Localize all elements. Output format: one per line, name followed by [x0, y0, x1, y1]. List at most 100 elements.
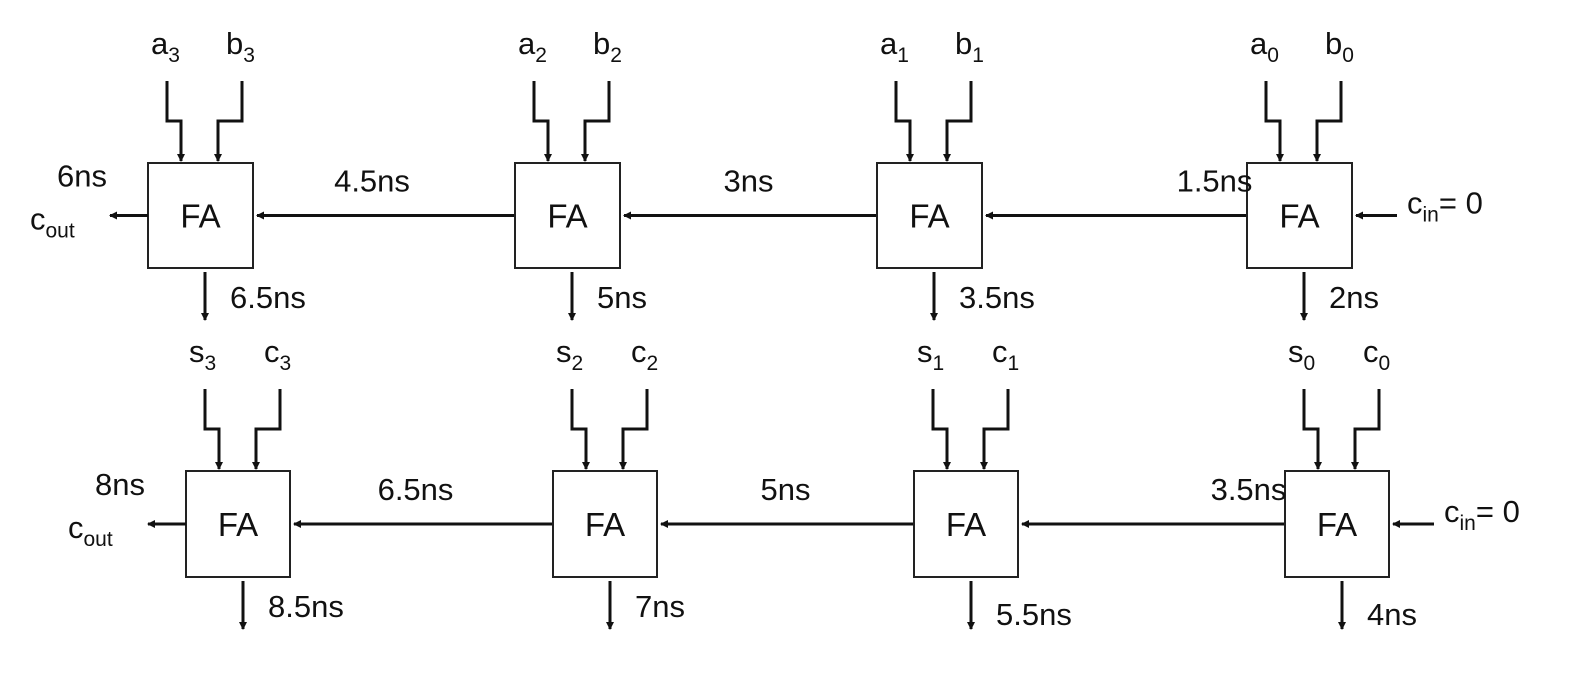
- full-adder-label: FA: [547, 198, 587, 235]
- input-wire-second: [943, 81, 973, 162]
- full-adder-label: FA: [585, 506, 625, 543]
- input-wire-first: [203, 389, 223, 470]
- sum-delay-label: 4ns: [1367, 597, 1417, 632]
- carry-out-delay-label: 8ns: [95, 467, 145, 502]
- input-wire-first: [1264, 81, 1284, 162]
- input-label-a3-base: a: [151, 26, 169, 61]
- input-label-c0-base: c: [1363, 334, 1379, 369]
- input-label-b1: b1: [955, 26, 984, 67]
- input-label-a3-subscript: 3: [168, 44, 180, 67]
- input-label-b0: b0: [1325, 26, 1354, 67]
- full-adder-box: [552, 470, 658, 578]
- full-adder-box: [147, 162, 254, 269]
- carry-out-label-subscript: out: [84, 528, 113, 551]
- input-label-s0: s0: [1288, 334, 1315, 375]
- carry-in-label-base: c: [1407, 186, 1423, 221]
- carry-out-delay-label: 6ns: [57, 159, 107, 194]
- full-adder-box: [1246, 162, 1353, 269]
- input-label-s3-subscript: 3: [205, 352, 217, 375]
- full-adder-box: [185, 470, 291, 578]
- full-adder-bit-3: FA: [147, 81, 515, 321]
- full-adder-bit-1: FA: [913, 389, 1285, 630]
- input-label-b3-subscript: 3: [243, 44, 255, 67]
- input-label-a1: a1: [880, 26, 909, 67]
- input-label-b0-base: b: [1325, 26, 1342, 61]
- input-label-a0-subscript: 0: [1267, 44, 1279, 67]
- input-label-a0: a0: [1250, 26, 1279, 67]
- carry-in-label: cin= 0: [1407, 186, 1483, 227]
- input-label-c1: c1: [992, 334, 1019, 375]
- full-adder-bit-2: FA: [514, 81, 877, 321]
- input-label-b2: b2: [593, 26, 622, 67]
- input-wire-second: [252, 389, 282, 470]
- full-adder-label: FA: [1279, 198, 1319, 235]
- carry-out-label-subscript: out: [46, 220, 75, 243]
- full-adder-bit-0: FA: [1284, 389, 1390, 630]
- input-label-s0-base: s: [1288, 334, 1304, 369]
- sum-delay-label: 5.5ns: [996, 597, 1072, 632]
- full-adder-label: FA: [180, 198, 220, 235]
- input-wire-first: [165, 81, 185, 162]
- full-adder-box: [876, 162, 983, 269]
- full-adder-label: FA: [946, 506, 986, 543]
- full-adder-box: [913, 470, 1019, 578]
- full-adder-bit-0: FA: [1246, 81, 1353, 321]
- input-wire-second: [619, 389, 649, 470]
- full-adder-label: FA: [218, 506, 258, 543]
- sum-delay-label: 6.5ns: [230, 280, 306, 315]
- carry-out-label-base: c: [68, 510, 84, 545]
- carry-out-label-base: c: [30, 202, 46, 237]
- carry-delay-label: 5ns: [761, 472, 811, 507]
- sum-delay-label: 5ns: [597, 280, 647, 315]
- input-label-c0: c0: [1363, 334, 1390, 375]
- carry-delay-label: 6.5ns: [378, 472, 454, 507]
- input-label-s2-base: s: [556, 334, 572, 369]
- input-label-a2-subscript: 2: [535, 44, 547, 67]
- input-label-a1-base: a: [880, 26, 898, 61]
- full-adder-bit-3: FA: [185, 389, 553, 630]
- input-wire-second: [1313, 81, 1343, 162]
- sum-delay-label: 2ns: [1329, 280, 1379, 315]
- input-wire-first: [894, 81, 914, 162]
- input-wire-first: [570, 389, 590, 470]
- carry-in-label-subscript: in: [1423, 204, 1439, 227]
- input-label-c2-subscript: 2: [647, 352, 659, 375]
- input-wire-first: [532, 81, 552, 162]
- carry-delay-label: 4.5ns: [334, 164, 410, 199]
- input-label-a2: a2: [518, 26, 547, 67]
- sum-delay-label: 7ns: [635, 589, 685, 624]
- full-adder-label: FA: [909, 198, 949, 235]
- carry-delay-label: 3ns: [724, 164, 774, 199]
- input-wire-second: [1351, 389, 1381, 470]
- input-label-c2-base: c: [631, 334, 647, 369]
- input-wire-second: [581, 81, 611, 162]
- input-label-b0-subscript: 0: [1342, 44, 1354, 67]
- input-label-a1-subscript: 1: [897, 44, 909, 67]
- full-adder-bit-2: FA: [552, 389, 914, 630]
- input-label-c1-subscript: 1: [1008, 352, 1020, 375]
- carry-in-label: cin= 0: [1444, 494, 1520, 535]
- carry-in-label-base: c: [1444, 494, 1460, 529]
- input-wire-second: [214, 81, 244, 162]
- carry-in-label-suffix: = 0: [1439, 186, 1483, 221]
- full-adder-box: [1284, 470, 1390, 578]
- adder-row-stage-2: FA FA FA FA: [147, 389, 1434, 630]
- input-wire-first: [931, 389, 951, 470]
- carry-in-label-suffix: = 0: [1476, 494, 1520, 529]
- input-label-s0-subscript: 0: [1304, 352, 1316, 375]
- input-label-a3: a3: [151, 26, 180, 67]
- input-label-s2-subscript: 2: [572, 352, 584, 375]
- carry-out-label: cout: [68, 510, 113, 551]
- full-adder-label: FA: [1317, 506, 1357, 543]
- carry-delay-label: 1.5ns: [1177, 164, 1253, 199]
- adder-row-stage-1: FA FA FA FA: [109, 81, 1397, 321]
- input-label-s1-subscript: 1: [933, 352, 945, 375]
- carry-out-label: cout: [30, 202, 75, 243]
- input-label-b3: b3: [226, 26, 255, 67]
- input-label-b2-base: b: [593, 26, 610, 61]
- input-label-c3-base: c: [264, 334, 280, 369]
- input-wire-second: [980, 389, 1010, 470]
- input-label-s3: s3: [189, 334, 216, 375]
- carry-in-label-subscript: in: [1460, 512, 1476, 535]
